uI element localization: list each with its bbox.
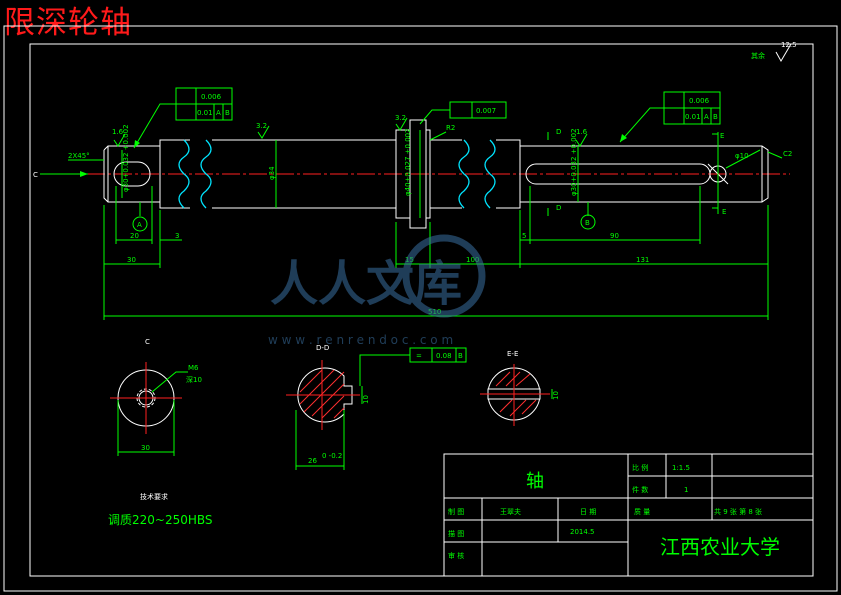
svg-text:90: 90 (610, 232, 619, 240)
svg-text:2X45°: 2X45° (68, 152, 90, 160)
svg-text:调质220~250HBS: 调质220~250HBS (108, 513, 213, 527)
svg-text:=: = (416, 352, 422, 360)
svg-text:D-D: D-D (316, 344, 329, 352)
svg-text:0.006: 0.006 (689, 97, 710, 105)
svg-text:0.01: 0.01 (685, 113, 701, 121)
svg-text:131: 131 (636, 256, 649, 264)
svg-text:A: A (704, 113, 709, 121)
svg-text:C2: C2 (783, 150, 792, 158)
svg-text:质 量: 质 量 (634, 507, 650, 516)
svg-text:描 图: 描 图 (448, 529, 464, 538)
shaft-annotations: 2X45° C2 R2 φ10 1.6 3.2 3.2 1.6 (68, 114, 792, 169)
svg-text:B: B (585, 219, 590, 227)
svg-text:1: 1 (684, 486, 688, 494)
view-dd: D-D = 0.08 B 10 26 0 -0.2 (286, 344, 467, 470)
svg-text:5: 5 (522, 232, 526, 240)
tech-requirements: 技术要求 调质220~250HBS (108, 492, 213, 527)
title-block: 轴 比 例 1:1.5 件 数 1 制 图 王翠夫 日 期 质 量 共 9 张 … (443, 453, 814, 577)
svg-text:件 数: 件 数 (632, 485, 648, 494)
svg-text:比 例: 比 例 (632, 463, 648, 472)
svg-text:φ40+0.027 +0.002: φ40+0.027 +0.002 (404, 128, 412, 196)
svg-text:E-E: E-E (507, 350, 518, 358)
svg-text:0.08: 0.08 (436, 352, 452, 360)
svg-text:φ30+0.032 +0.002: φ30+0.032 +0.002 (122, 124, 130, 192)
tolerance-frame-right: 0.006 0.01 A B (619, 91, 721, 143)
svg-text:技术要求: 技术要求 (140, 492, 168, 501)
svg-text:φ10: φ10 (735, 152, 749, 160)
svg-text:A: A (216, 109, 221, 117)
svg-text:人人文库: 人人文库 (270, 256, 462, 312)
svg-text:江西农业大学: 江西农业大学 (660, 535, 780, 559)
outer-frame (3, 25, 838, 592)
svg-text:30: 30 (141, 444, 150, 452)
svg-text:B: B (458, 352, 463, 360)
svg-text:E: E (720, 132, 724, 140)
break-lines (178, 139, 496, 209)
svg-text:0.006: 0.006 (201, 93, 222, 101)
svg-text:3.2: 3.2 (395, 114, 406, 122)
svg-text:0 -0.2: 0 -0.2 (322, 452, 342, 460)
svg-text:轴: 轴 (526, 471, 544, 492)
datum-b: B (580, 202, 596, 230)
svg-text:1.6: 1.6 (576, 128, 588, 136)
svg-text:R2: R2 (446, 124, 455, 132)
svg-text:10: 10 (552, 391, 560, 400)
svg-text:φ30+0.032 +0.002: φ30+0.032 +0.002 (570, 128, 578, 196)
svg-text:2014.5: 2014.5 (570, 528, 595, 536)
svg-text:20: 20 (130, 232, 139, 240)
page-title: 限深轮轴 (4, 5, 132, 41)
tolerance-frame-mid: 0.007 (419, 101, 507, 125)
svg-text:1:1.5: 1:1.5 (672, 464, 690, 472)
view-c: C M6 深10 30 (110, 338, 202, 456)
svg-text:C: C (145, 338, 150, 346)
svg-text:王翠夫: 王翠夫 (500, 507, 521, 516)
svg-text:φ34: φ34 (268, 166, 276, 180)
svg-text:26: 26 (308, 457, 317, 465)
watermark: 人人文库 w w w . r e n r e n d o c . c o m (268, 234, 486, 347)
svg-text:日 期: 日 期 (580, 508, 596, 516)
svg-text:B: B (713, 113, 718, 121)
svg-text:B: B (225, 109, 230, 117)
svg-text:C: C (33, 171, 38, 179)
c-view-arrow: C (33, 171, 88, 179)
svg-text:M6: M6 (188, 364, 199, 372)
tolerance-frame-left: 0.006 0.01 A B (133, 87, 233, 149)
svg-text:D: D (556, 204, 561, 212)
svg-text:30: 30 (127, 256, 136, 264)
svg-text:深10: 深10 (186, 375, 202, 384)
svg-text:共 9 张 第 8 张: 共 9 张 第 8 张 (714, 507, 762, 516)
svg-text:其余: 其余 (751, 51, 765, 60)
section-markers: D D E E (547, 128, 726, 216)
svg-text:D: D (556, 128, 561, 136)
svg-text:3: 3 (175, 232, 179, 240)
svg-text:1.6: 1.6 (112, 128, 124, 136)
shaft-outline (103, 119, 769, 229)
datum-a: A (132, 202, 148, 232)
view-ee: E-E 10 (480, 350, 560, 426)
svg-text:制 图: 制 图 (448, 507, 464, 516)
svg-text:10: 10 (362, 395, 370, 404)
diameter-dims: φ30+0.032 +0.002 φ34 φ40+0.027 +0.002 φ3… (121, 124, 579, 218)
svg-text:E: E (722, 208, 726, 216)
svg-text:100: 100 (466, 256, 479, 264)
inner-frame (29, 43, 814, 577)
svg-text:0.01: 0.01 (197, 109, 213, 117)
svg-text:w w w . r e n r e n d o c . c: w w w . r e n r e n d o c . c o m (268, 333, 453, 347)
roughness-note: 其余 12.5 (751, 41, 799, 63)
svg-text:0.007: 0.007 (476, 107, 496, 115)
svg-text:A: A (137, 221, 142, 229)
svg-text:12.5: 12.5 (781, 41, 797, 49)
svg-text:3.2: 3.2 (256, 122, 267, 130)
svg-text:审 核: 审 核 (448, 551, 464, 560)
